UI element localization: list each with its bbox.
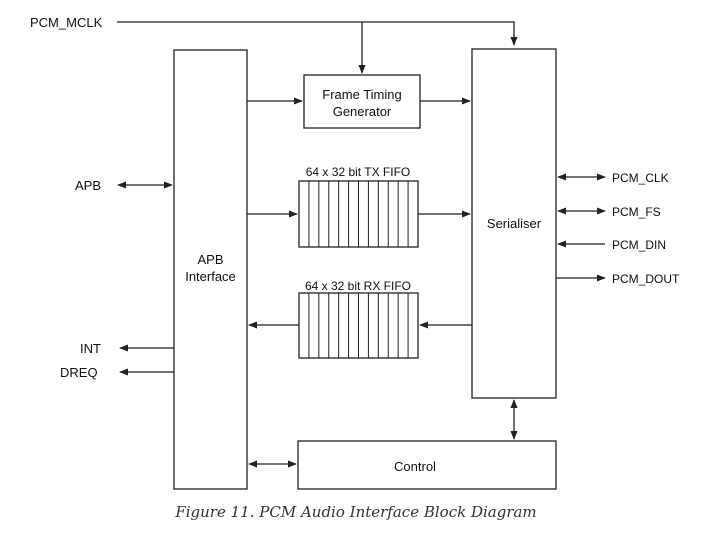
- tx-fifo-label: 64 x 32 bit TX FIFO: [306, 165, 410, 179]
- dreq-label: DREQ: [60, 365, 98, 380]
- serialiser-label: Serialiser: [487, 216, 542, 231]
- mclk-line: [117, 21, 518, 46]
- figure-caption: Figure 11. PCM Audio Interface Block Dia…: [174, 503, 536, 521]
- rx-fifo-block: [298, 292, 419, 359]
- control-label: Control: [394, 459, 436, 474]
- rx-fifo-label: 64 x 32 bit RX FIFO: [305, 279, 411, 293]
- pcm-dout-label: PCM_DOUT: [612, 272, 680, 286]
- pcm-fs-label: PCM_FS: [612, 205, 661, 219]
- frame-timing-generator-block: [303, 74, 421, 129]
- serialiser-block: [471, 48, 557, 399]
- frame-timing-label-line1: Frame Timing: [322, 87, 401, 102]
- pcm-clk-label: PCM_CLK: [612, 171, 669, 185]
- apb-interface-label-line2: Interface: [185, 269, 236, 284]
- control-block: [297, 440, 557, 490]
- rx-fifo-cells: [308, 293, 409, 358]
- int-label: INT: [80, 341, 101, 356]
- apb-bus-label: APB: [75, 178, 101, 193]
- apb-interface-block: [173, 49, 248, 490]
- apb-interface-label-line1: APB: [197, 252, 223, 267]
- tx-fifo-block: [298, 180, 419, 248]
- pcm-mclk-label: PCM_MCLK: [30, 15, 103, 30]
- pcm-din-label: PCM_DIN: [612, 238, 666, 252]
- tx-fifo-cells: [308, 181, 409, 247]
- frame-timing-label-line2: Generator: [333, 104, 392, 119]
